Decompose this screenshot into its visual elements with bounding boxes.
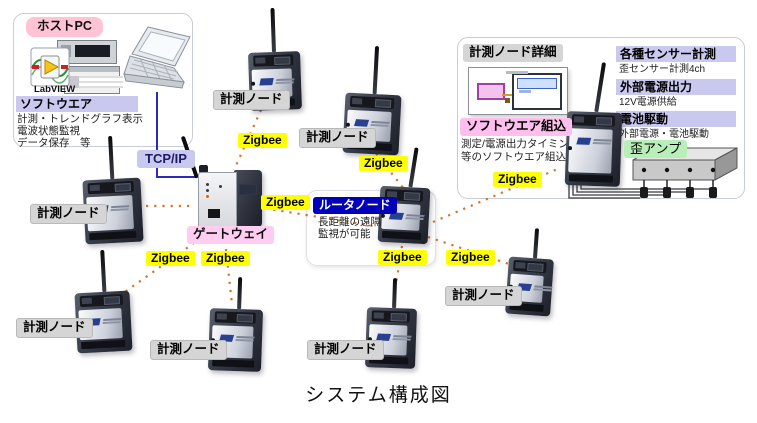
zigbee-label: Zigbee xyxy=(493,172,542,187)
zigbee-label: Zigbee xyxy=(238,133,287,148)
labview-caption: LabVIEW xyxy=(34,84,76,95)
node-label: 計測ノード xyxy=(30,204,107,224)
labview-logo-icon xyxy=(30,47,70,87)
antenna-icon xyxy=(532,228,540,259)
router-desc-line: 監視が可能 xyxy=(318,228,371,240)
diagram-joint xyxy=(505,98,510,103)
gateway-side xyxy=(234,170,262,227)
ethernet-port-icon xyxy=(208,209,220,218)
zigbee-label: Zigbee xyxy=(261,195,310,210)
gateway-label: ゲートウェイ xyxy=(187,226,275,244)
antenna-icon xyxy=(237,277,243,310)
gateway-front xyxy=(198,172,237,228)
gateway-device xyxy=(180,135,262,228)
antenna-icon xyxy=(372,46,380,95)
feature-header: 外部電源出力 xyxy=(616,79,736,96)
embedded-software-line: 測定/電源出力タイミング xyxy=(461,138,580,150)
software-line: データ保存 等 xyxy=(17,137,91,149)
embedded-software-line: 等のソフトウエア組込み xyxy=(461,151,577,163)
strain-amp-label: 歪アンプ xyxy=(624,140,688,159)
node-label: 計測ノード xyxy=(150,340,227,360)
feature-sub: 歪センサー計測4ch xyxy=(619,64,706,75)
node-label: 計測ノード xyxy=(307,340,384,360)
antenna-connector-icon xyxy=(199,165,208,173)
host-pc-label: ホストPC xyxy=(26,17,103,37)
diagram-wire xyxy=(502,94,520,96)
antenna-icon xyxy=(408,147,419,188)
antenna-icon xyxy=(392,278,398,309)
laptop-icon xyxy=(123,26,191,89)
antenna-icon xyxy=(100,249,107,293)
router-node-label: ルータノード xyxy=(313,197,397,214)
embedded-software-header: ソフトウエア組込 xyxy=(460,118,573,136)
zigbee-label: Zigbee xyxy=(146,251,195,266)
zigbee-label: Zigbee xyxy=(359,156,408,171)
node-label: 計測ノード xyxy=(213,90,290,110)
software-line: 電波状態監視 xyxy=(17,125,80,137)
feature-header: 電池駆動 xyxy=(616,111,736,128)
feature-sub: 外部電源・電池駆動 xyxy=(619,129,709,140)
diagram-source-block xyxy=(477,83,505,100)
ni-logo xyxy=(259,78,274,86)
zigbee-label: Zigbee xyxy=(201,251,250,266)
feature-sub: 12V電源供給 xyxy=(619,97,677,108)
node-label: 計測ノード xyxy=(445,286,522,306)
node-label: 計測ノード xyxy=(299,128,376,148)
diagram-target-block xyxy=(506,71,562,110)
feature-header: 各種センサー計測 xyxy=(616,46,736,63)
router-node-device xyxy=(377,147,431,245)
zigbee-label: Zigbee xyxy=(446,250,495,265)
detail-node-device xyxy=(564,62,623,187)
software-line: 計測・トレンドグラフ表示 xyxy=(17,113,143,125)
led-icons xyxy=(206,183,209,186)
ni-logo xyxy=(576,137,592,145)
tcpip-label: TCP/IP xyxy=(137,150,195,169)
node-label: 計測ノード xyxy=(16,318,93,338)
antenna-icon xyxy=(270,7,276,53)
ni-logo xyxy=(353,119,370,127)
software-header: ソフトウエア xyxy=(16,96,138,113)
router-desc-line: 長距離の遠隔 xyxy=(318,216,381,228)
detail-title: 計測ノード詳細 xyxy=(463,44,563,62)
page-title: システム構成図 xyxy=(305,385,452,406)
block-diagram-thumbnail xyxy=(468,67,568,115)
zigbee-label: Zigbee xyxy=(378,250,427,265)
